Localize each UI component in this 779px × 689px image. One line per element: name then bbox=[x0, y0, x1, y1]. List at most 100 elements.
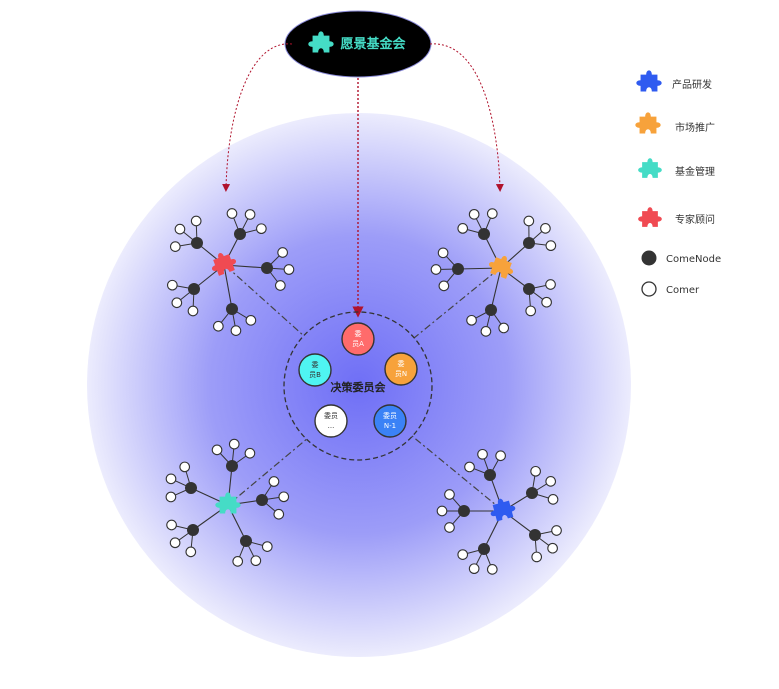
come-node bbox=[240, 535, 252, 547]
member-b-bottom: 员B bbox=[309, 371, 321, 379]
comer-node bbox=[172, 298, 182, 308]
member-a-bottom: 员A bbox=[352, 340, 364, 348]
comer-node bbox=[431, 265, 441, 275]
comer-node bbox=[246, 316, 256, 326]
come-node bbox=[523, 237, 535, 249]
comer-node bbox=[167, 520, 177, 530]
come-node bbox=[458, 505, 470, 517]
member-more-top: 委员 bbox=[324, 411, 338, 420]
comer-node bbox=[274, 509, 284, 519]
foundation-label: 愿景基金会 bbox=[340, 36, 406, 52]
comer-node bbox=[445, 490, 455, 500]
comer-node bbox=[542, 297, 552, 307]
come-node bbox=[187, 524, 199, 536]
fund-puzzle-icon bbox=[638, 158, 662, 178]
comer-node bbox=[191, 216, 201, 226]
comer-node bbox=[532, 552, 542, 562]
comer-node bbox=[546, 477, 556, 487]
comer-node bbox=[524, 216, 534, 226]
comer-node bbox=[496, 451, 506, 461]
come-node bbox=[526, 487, 538, 499]
comer-node bbox=[437, 506, 447, 516]
come-node bbox=[485, 304, 497, 316]
advisor-puzzle-icon bbox=[638, 207, 662, 227]
comer-node bbox=[257, 224, 267, 234]
committee-label: 决策委员会 bbox=[331, 380, 387, 394]
comer-node bbox=[531, 466, 541, 476]
foundation-node: 愿景基金会 bbox=[285, 11, 431, 77]
comer-node bbox=[245, 448, 255, 458]
comer-node bbox=[458, 224, 468, 234]
comer-node bbox=[278, 248, 288, 258]
comer-node bbox=[284, 265, 294, 275]
come-node bbox=[185, 482, 197, 494]
comer-node bbox=[166, 492, 176, 502]
comer-node bbox=[526, 306, 536, 316]
legend-item-advisor: 专家顾问 bbox=[638, 207, 715, 227]
comer-node bbox=[438, 248, 448, 258]
comer-node bbox=[481, 327, 491, 337]
hollow-circle-icon bbox=[642, 282, 656, 296]
comer-node bbox=[276, 281, 286, 291]
comer-node bbox=[445, 523, 455, 533]
come-node bbox=[188, 283, 200, 295]
legend-label-product: 产品研发 bbox=[672, 78, 712, 91]
marketing-puzzle-icon bbox=[635, 112, 660, 133]
comer-node bbox=[548, 543, 558, 553]
comer-node bbox=[186, 547, 196, 557]
member-n-minus-1-bottom: N-1 bbox=[384, 422, 396, 430]
legend-item-comenode: ComeNode bbox=[642, 251, 722, 266]
comer-node bbox=[262, 542, 272, 552]
product-puzzle-icon bbox=[636, 70, 661, 91]
come-node bbox=[226, 303, 238, 315]
legend-label-comer: Comer bbox=[666, 285, 700, 296]
comer-node bbox=[548, 495, 558, 505]
comer-node bbox=[214, 321, 224, 331]
comer-node bbox=[541, 224, 551, 234]
comer-node bbox=[251, 556, 261, 566]
comer-node bbox=[166, 474, 176, 484]
come-node bbox=[529, 529, 541, 541]
comer-node bbox=[170, 538, 180, 548]
legend-label-advisor: 专家顾问 bbox=[675, 213, 715, 226]
comer-node bbox=[487, 209, 497, 219]
comer-node bbox=[212, 445, 222, 455]
comer-node bbox=[546, 241, 556, 251]
member-n-minus-1-top: 委员 bbox=[383, 411, 397, 420]
comer-node bbox=[465, 462, 475, 472]
comer-node bbox=[469, 564, 479, 574]
comer-node bbox=[188, 306, 198, 316]
legend-label-fund: 基金管理 bbox=[675, 165, 715, 178]
comer-node bbox=[269, 477, 279, 487]
come-node bbox=[523, 283, 535, 295]
member-b-top: 委 bbox=[312, 360, 319, 369]
come-node bbox=[256, 494, 268, 506]
comer-node bbox=[499, 323, 509, 333]
comer-node bbox=[168, 280, 178, 290]
comer-node bbox=[478, 450, 488, 460]
comer-node bbox=[233, 557, 243, 567]
comer-node bbox=[439, 281, 449, 291]
comer-node bbox=[180, 462, 190, 472]
comer-node bbox=[231, 326, 241, 336]
comer-node bbox=[467, 315, 477, 325]
come-node bbox=[234, 228, 246, 240]
come-node bbox=[452, 263, 464, 275]
comer-node bbox=[175, 224, 185, 234]
comer-node bbox=[458, 550, 468, 560]
legend-item-fund: 基金管理 bbox=[638, 158, 715, 178]
come-node bbox=[484, 469, 496, 481]
comer-node bbox=[227, 209, 237, 219]
come-node bbox=[226, 460, 238, 472]
member-a-top: 委 bbox=[355, 329, 362, 338]
come-node bbox=[478, 228, 490, 240]
comer-node bbox=[469, 210, 479, 220]
legend-item-marketing: 市场推广 bbox=[635, 112, 715, 134]
legend-label-comenode: ComeNode bbox=[666, 254, 721, 265]
member-n-minus-1: 委员 N-1 bbox=[374, 405, 406, 437]
comer-node bbox=[546, 280, 556, 290]
member-n-bottom: 员N bbox=[395, 370, 407, 378]
member-b: 委 员B bbox=[299, 354, 331, 386]
filled-circle-icon bbox=[642, 251, 657, 266]
